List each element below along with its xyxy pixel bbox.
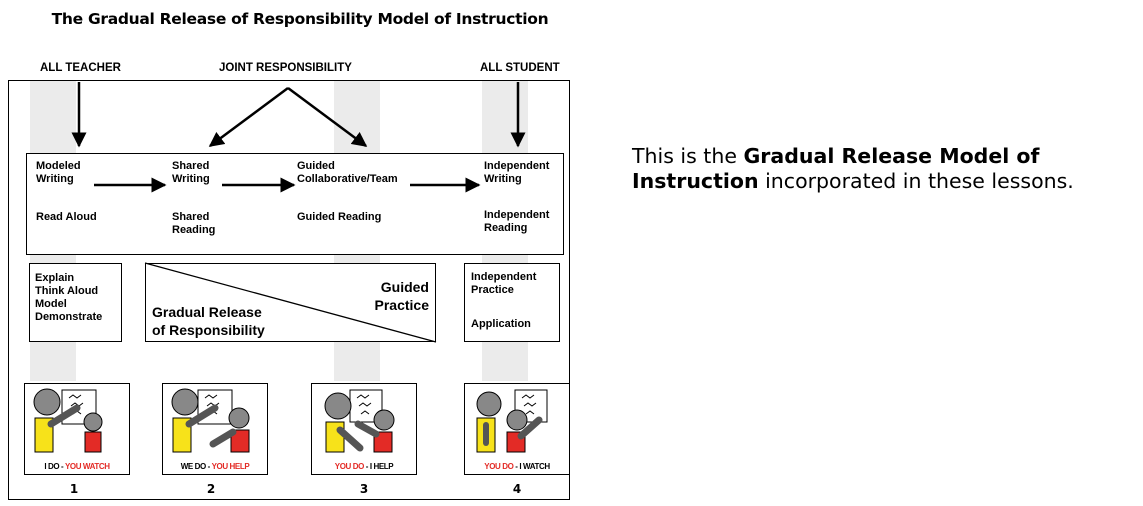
card-i-do: I DO - YOU WATCH bbox=[24, 383, 130, 475]
student-application-text: Application bbox=[471, 318, 531, 330]
arrow-joint-left bbox=[208, 86, 289, 148]
phase-4-writing: Independent Writing bbox=[484, 160, 550, 185]
card-number-4: 4 bbox=[512, 482, 522, 496]
card-you-do-i-watch: YOU DO - I WATCH bbox=[464, 383, 570, 475]
student-practice-text: Independent Practice bbox=[471, 271, 537, 296]
phases-box bbox=[26, 153, 564, 255]
teacher-student-icon bbox=[476, 389, 548, 453]
card-3-caption: YOU DO - I HELP bbox=[334, 462, 394, 471]
phase-3-writing: Guided Collaborative/Team bbox=[297, 160, 398, 185]
card-number-1: 1 bbox=[69, 482, 79, 496]
card-number-2: 2 bbox=[206, 482, 216, 496]
card-you-do-i-help: YOU DO - I HELP bbox=[311, 383, 417, 475]
teacher-student-icon bbox=[33, 388, 103, 453]
phase-1-reading: Read Aloud bbox=[36, 211, 97, 223]
teacher-actions-box bbox=[29, 263, 122, 342]
diagram-title: The Gradual Release of Responsibility Mo… bbox=[51, 10, 549, 28]
guided-practice-label: Guided Practice bbox=[374, 279, 429, 313]
phase-2-writing: Shared Writing bbox=[172, 160, 210, 185]
diagram-frame bbox=[8, 80, 570, 500]
card-1-caption: I DO - YOU WATCH bbox=[44, 462, 110, 471]
arrow-joint-right bbox=[287, 86, 368, 148]
teacher-actions-text: Explain Think Aloud Model Demonstrate bbox=[35, 272, 103, 323]
phase-3-reading: Guided Reading bbox=[297, 211, 382, 223]
header-joint-responsibility: JOINT RESPONSIBILITY bbox=[219, 62, 352, 74]
description-bold: Gradual Release Model of Instruction bbox=[632, 144, 1040, 193]
phase-4-reading: Independent Reading bbox=[484, 209, 550, 234]
card-4-caption: YOU DO - I WATCH bbox=[484, 462, 550, 471]
card-number-3: 3 bbox=[359, 482, 369, 496]
description-text: This is the Gradual Release Model of Ins… bbox=[632, 144, 1074, 193]
header-all-teacher: ALL TEACHER bbox=[40, 62, 121, 74]
card-we-do: WE DO - YOU HELP bbox=[162, 383, 268, 475]
release-diagonal bbox=[144, 262, 437, 343]
teacher-student-icon bbox=[324, 389, 395, 453]
student-actions-box bbox=[464, 263, 560, 342]
gradual-release-label: Gradual Release of Responsibility bbox=[152, 304, 265, 338]
phase-1-writing: Modeled Writing bbox=[36, 160, 81, 185]
header-all-student: ALL STUDENT bbox=[480, 62, 560, 74]
card-2-caption: WE DO - YOU HELP bbox=[180, 462, 250, 471]
phase-2-reading: Shared Reading bbox=[172, 211, 216, 236]
teacher-student-icon bbox=[171, 388, 250, 453]
